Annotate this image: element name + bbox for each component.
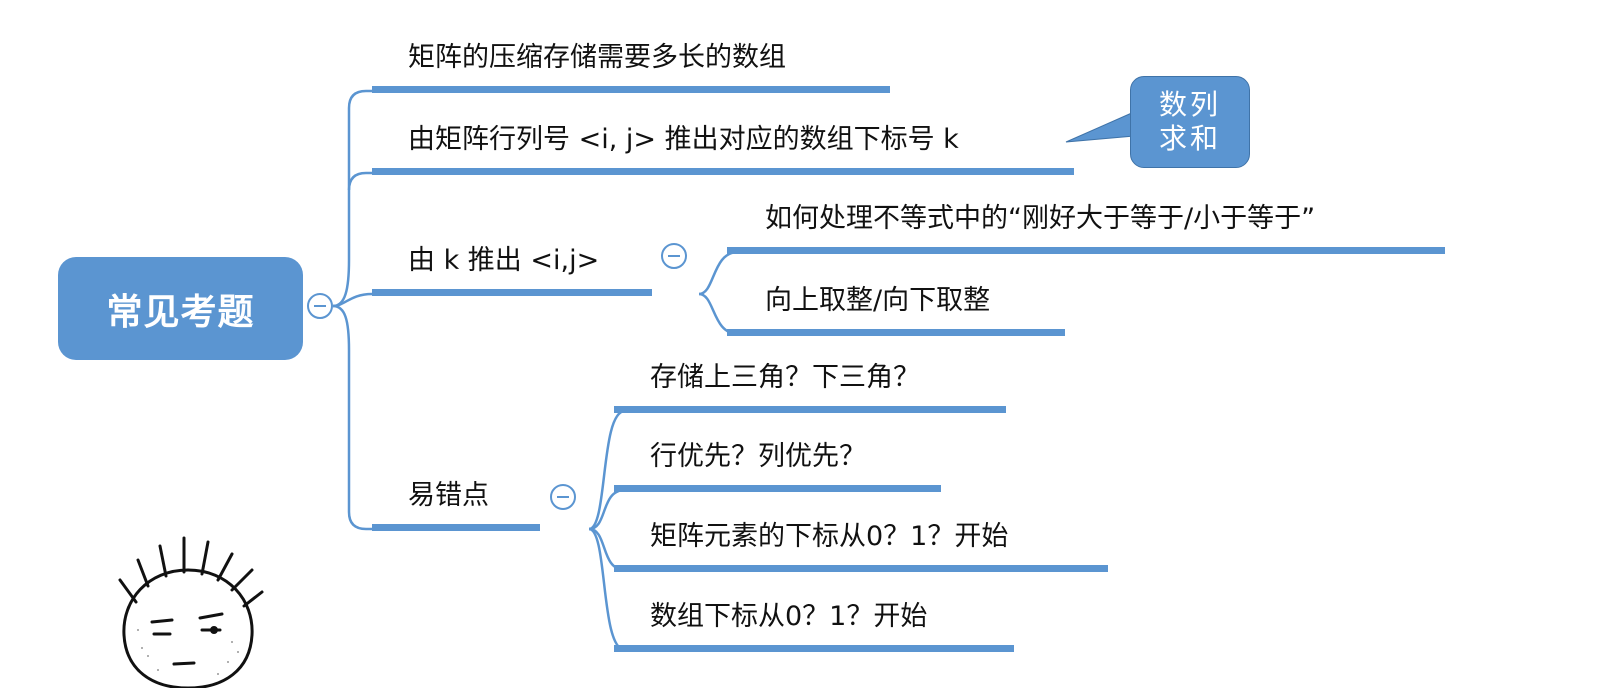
child-underline	[727, 247, 1445, 254]
child-underline	[614, 565, 1108, 572]
doodle-face-icon	[118, 536, 264, 688]
child-label-matrix-index-start[interactable]: 矩阵元素的下标从0？1？开始	[650, 521, 1009, 552]
collapse-root-icon[interactable]	[307, 293, 333, 319]
child-underline	[614, 406, 1006, 413]
callout-line-2: 求和	[1158, 122, 1221, 155]
child-label-inequality[interactable]: 如何处理不等式中的“刚好大于等于/小于等于”	[765, 203, 1316, 234]
callout-bubble[interactable]: 数列 求和	[1130, 76, 1250, 168]
collapse-pitfalls-icon[interactable]	[550, 484, 576, 510]
child-underline	[727, 329, 1065, 336]
branch-underline	[372, 86, 890, 93]
branch-label-array-length[interactable]: 矩阵的压缩存储需要多长的数组	[408, 42, 786, 73]
child-underline	[614, 485, 941, 492]
branch-label-k-to-index[interactable]: 由 k 推出 <i,j>	[408, 245, 600, 276]
callout-line-1: 数列	[1158, 88, 1221, 121]
child-label-array-index-start[interactable]: 数组下标从0？1？开始	[650, 601, 928, 632]
child-label-triangle[interactable]: 存储上三角？下三角？	[650, 362, 920, 393]
branch-underline	[372, 524, 540, 531]
branch-label-index-to-k[interactable]: 由矩阵行列号 <i, j> 推出对应的数组下标号 k	[408, 124, 959, 155]
collapse-k-branch-icon[interactable]	[661, 243, 687, 269]
child-label-rounding[interactable]: 向上取整/向下取整	[765, 285, 991, 316]
child-label-row-col-major[interactable]: 行优先？列优先？	[650, 441, 866, 472]
branch-underline	[372, 289, 652, 296]
branch-underline	[372, 168, 1074, 175]
branch-label-pitfalls[interactable]: 易错点	[408, 480, 489, 511]
root-node[interactable]: 常见考题	[58, 257, 303, 360]
child-underline	[614, 645, 1014, 652]
root-label: 常见考题	[106, 291, 255, 333]
